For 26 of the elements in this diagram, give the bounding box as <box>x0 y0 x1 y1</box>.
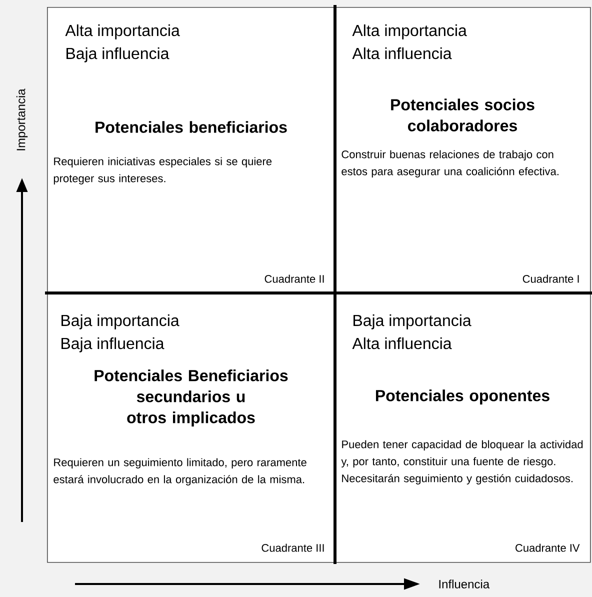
quadrant-label: Cuadrante II <box>264 274 324 283</box>
quadrant-title: Potenciales Beneficiarios secundarios u otros implicados <box>94 370 288 426</box>
quadrant-heading: Baja importancia <box>354 314 472 330</box>
quadrant-label: Cuadrante III <box>262 544 324 552</box>
quadrant-heading: Alta influencia <box>352 47 452 60</box>
quadrant-label: Cuadrante I <box>522 274 579 283</box>
quadrant-title: Potenciales oponentes <box>376 390 550 404</box>
quadrant-title: Potenciales beneficiarios <box>96 121 287 133</box>
quadrant-heading: Alta influencia <box>352 337 452 350</box>
quadrant-box <box>47 293 336 563</box>
quadrant-heading: Baja influencia <box>66 47 170 62</box>
quadrant-heading: Baja importancia <box>62 314 180 330</box>
quadrant-heading: Alta importancia <box>65 24 180 40</box>
quadrant-heading: Alta importancia <box>352 24 467 40</box>
quadrant-box <box>335 293 591 563</box>
axis-label: Influencia <box>439 580 490 588</box>
axis-label: Importancia <box>16 88 28 150</box>
quadrant-heading: Baja influencia <box>62 337 164 352</box>
description: Requieren iniciativas especiales si se quiere proteger sus intereses. <box>54 157 272 184</box>
quadrant-box <box>335 6 591 294</box>
quadrant-box <box>47 6 336 294</box>
quadrant-label: Cuadrante IV <box>516 544 580 552</box>
description: Pueden tener capacidad de bloquear la actividad y, por tanto, constituir una fuente de riesgo. Necesitarán seguimiento y gestión cuidadosos. <box>341 440 583 484</box>
quadrant-title: Potenciales socios colaboradores <box>391 98 534 132</box>
description: Requieren un seguimiento limitado, pero raramente estará involucrado en la organización de la misma. <box>54 458 306 486</box>
description: Construir buenas relaciones de trabajo con estos para asegurar una coaliciónn efectiva. <box>342 150 558 178</box>
